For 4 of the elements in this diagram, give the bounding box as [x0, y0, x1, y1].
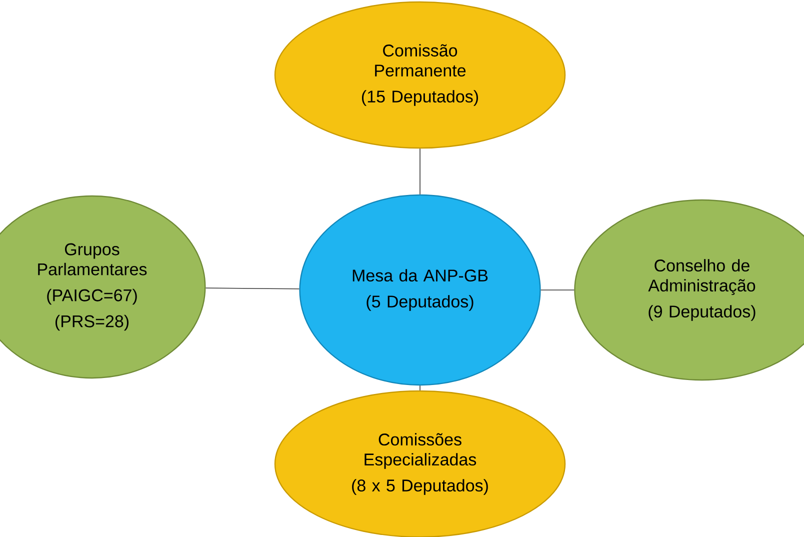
circle-node: Mesa da ANP-GB (5 Deputados) — [299, 194, 541, 386]
ellipse-node: Comissões Especializadas (8 x 5 Deputados) — [274, 390, 566, 537]
ellipse-node: Comissão Permanente (15 Deputados) — [274, 1, 566, 149]
connector-line — [205, 288, 300, 290]
